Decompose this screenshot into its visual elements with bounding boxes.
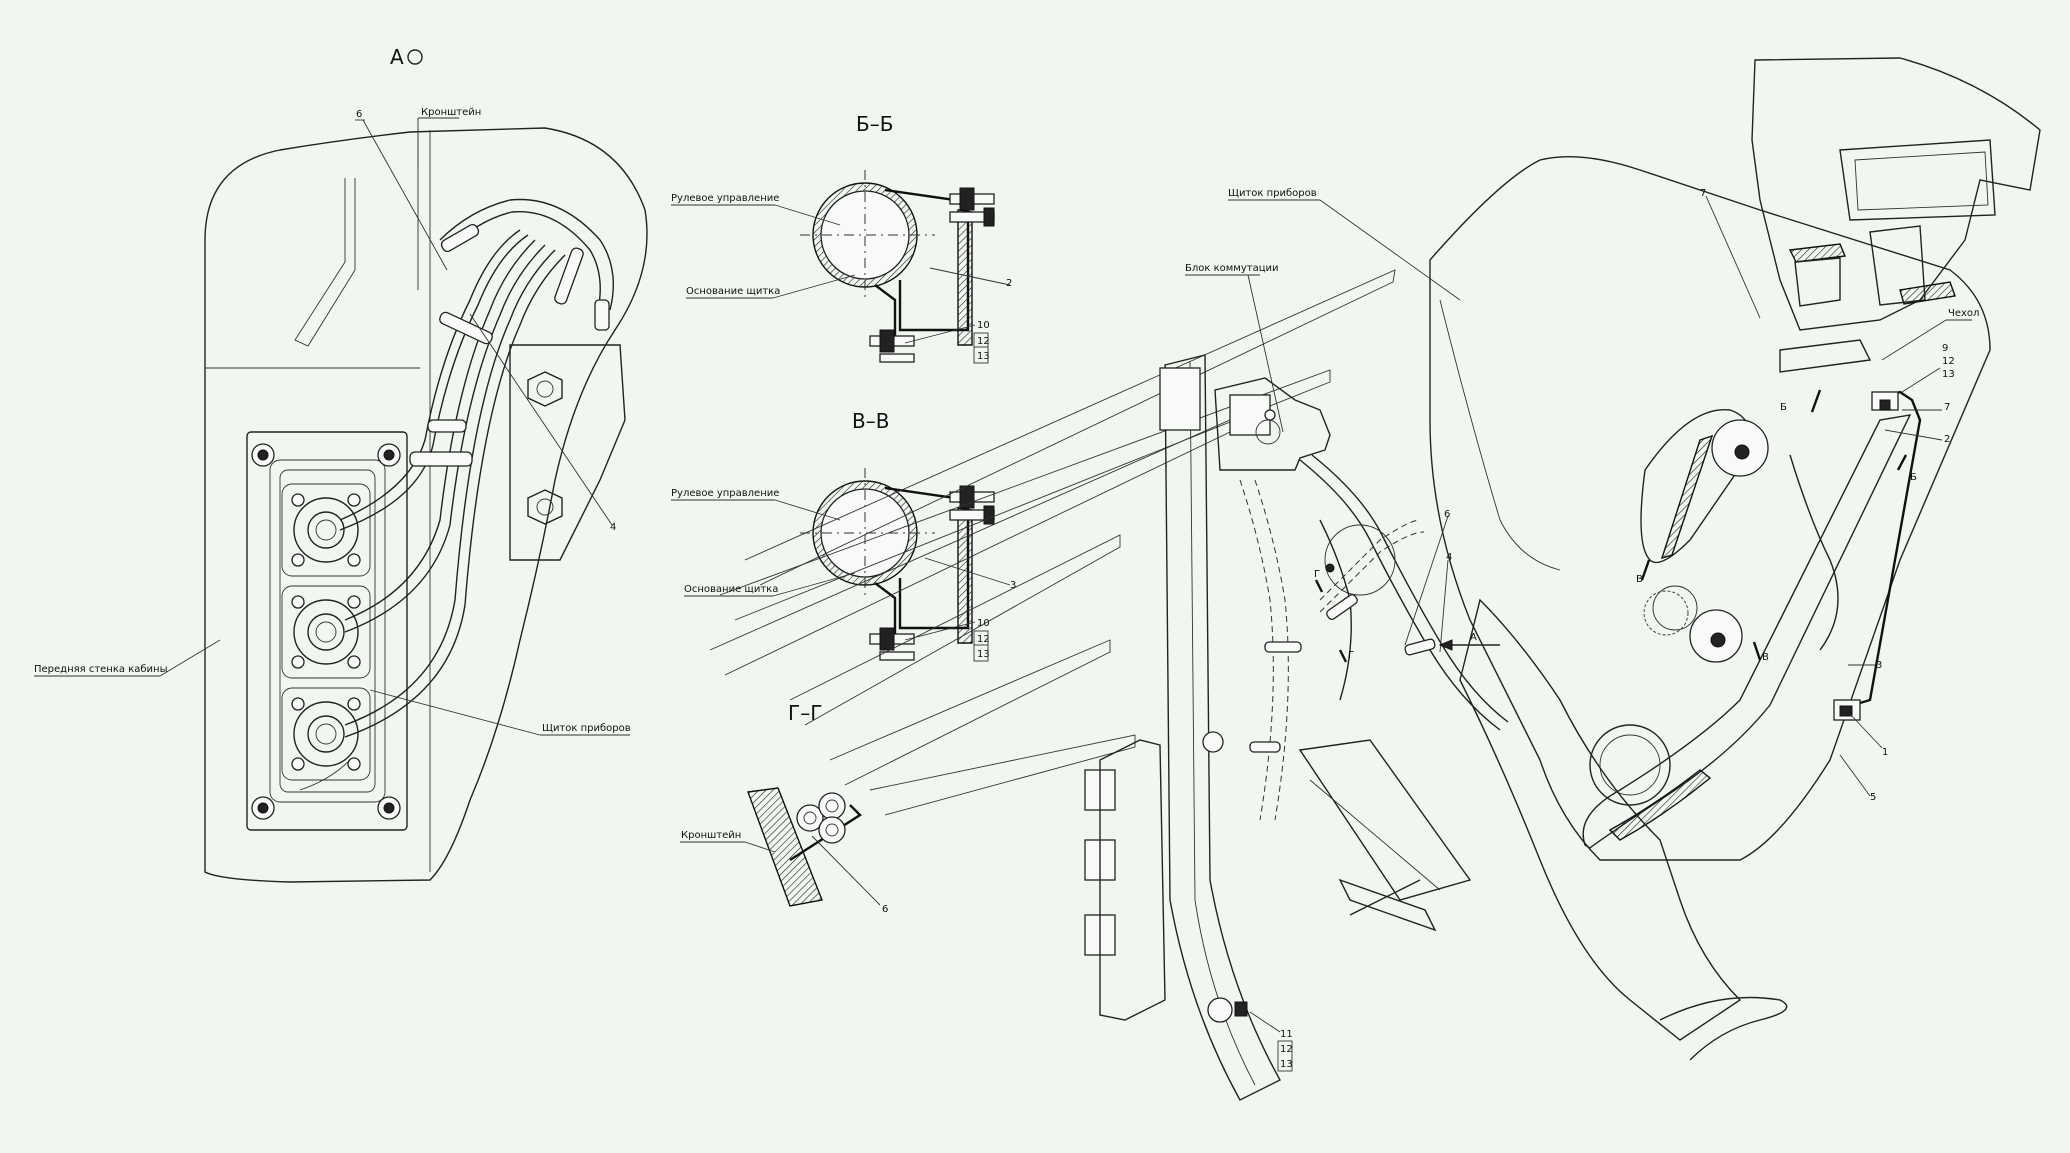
view-a-symbol — [407, 49, 423, 65]
callout-4-a: 4 — [610, 522, 616, 533]
view-a-label-panel: Щиток приборов — [542, 723, 631, 734]
marker-g-top: Г — [1314, 569, 1320, 580]
section-gg: Г–Г Кронштейн 6 — [680, 701, 888, 915]
instrument-panel — [246, 431, 408, 831]
callout-7-right: 7 — [1944, 402, 1950, 413]
section-vv: В–В Рулевое управление Основание щитка 3… — [671, 409, 1016, 662]
callout-10-bb: 10 — [977, 320, 990, 331]
marker-b-left: Б — [1780, 402, 1787, 413]
callout-12-vv: 12 — [977, 634, 990, 645]
callout-11: 11 — [1280, 1029, 1293, 1040]
vv-label-osnovanie: Основание щитка — [684, 584, 778, 595]
callout-12-main-a: 12 — [1942, 356, 1955, 367]
projection-bands — [709, 269, 1396, 816]
bb-label-osnovanie: Основание щитка — [686, 286, 780, 297]
panel-corner-bolts — [251, 443, 401, 820]
cable-ties-main — [1202, 594, 1436, 1023]
gg-label-kronshtein: Кронштейн — [681, 830, 741, 841]
callout-6-main: 6 — [1444, 509, 1450, 520]
callout-2-main: 2 — [1944, 434, 1950, 445]
callout-5: 5 — [1870, 792, 1876, 803]
callout-1: 1 — [1882, 747, 1888, 758]
main-label-chekhol: Чехол — [1948, 308, 1979, 319]
callout-3-vv: 3 — [1010, 580, 1016, 591]
marker-g-bottom: Г — [1348, 650, 1354, 661]
section-gg-title: Г–Г — [788, 701, 822, 725]
marker-b-right: Б — [1910, 472, 1917, 483]
view-a-label-wall: Передняя стенка кабины — [34, 664, 167, 675]
vv-label-rulevoe: Рулевое управление — [671, 488, 779, 499]
callout-6-a: 6 — [356, 109, 362, 120]
vv-bolts — [869, 485, 995, 661]
callout-13-main-b: 13 — [1280, 1059, 1293, 1070]
gauge-3 — [281, 687, 371, 781]
main-view: Щиток приборов Блок коммутации Чехол 7 9… — [1084, 57, 2041, 1101]
callout-6-gg: 6 — [882, 904, 888, 915]
gauge-2 — [281, 585, 371, 679]
marker-v-right: В — [1762, 652, 1769, 663]
callout-10-vv: 10 — [977, 618, 990, 629]
callout-9: 9 — [1942, 343, 1948, 354]
vertical-panel — [1164, 354, 1281, 1101]
callout-13-main-a: 13 — [1942, 369, 1955, 380]
callout-3-main: 3 — [1876, 660, 1882, 671]
section-vv-title: В–В — [852, 409, 889, 433]
main-label-panel: Щиток приборов — [1228, 188, 1317, 199]
callout-13-bb: 13 — [977, 351, 990, 362]
view-a-label-kronshtein: Кронштейн — [421, 107, 481, 118]
switch-block — [1214, 377, 1331, 471]
section-bb-title: Б–Б — [856, 112, 893, 136]
bb-label-rulevoe: Рулевое управление — [671, 193, 779, 204]
view-a: А — [34, 45, 648, 883]
bb-bolts — [869, 187, 995, 363]
harness-main — [1239, 454, 1509, 821]
gauge-1 — [281, 483, 371, 577]
cable-clamps-a — [409, 223, 610, 467]
callout-12-main-b: 12 — [1280, 1044, 1293, 1055]
callout-7-top: 7 — [1700, 188, 1706, 199]
marker-a-arrow: А — [1470, 632, 1477, 643]
callout-12-bb: 12 — [977, 336, 990, 347]
dashboard-body — [1429, 155, 1991, 861]
view-a-title: А — [390, 45, 404, 69]
cabin-wall-outline — [204, 127, 648, 883]
bracket-plate — [509, 344, 626, 561]
section-bb: Б–Б Рулевое управление Основание щитка 2… — [671, 112, 1012, 364]
main-label-switch-block: Блок коммутации — [1185, 263, 1279, 274]
callout-4-main: 4 — [1446, 552, 1452, 563]
marker-v-left: В — [1636, 574, 1643, 585]
callout-2-bb: 2 — [1006, 278, 1012, 289]
callout-13-vv: 13 — [977, 649, 990, 660]
